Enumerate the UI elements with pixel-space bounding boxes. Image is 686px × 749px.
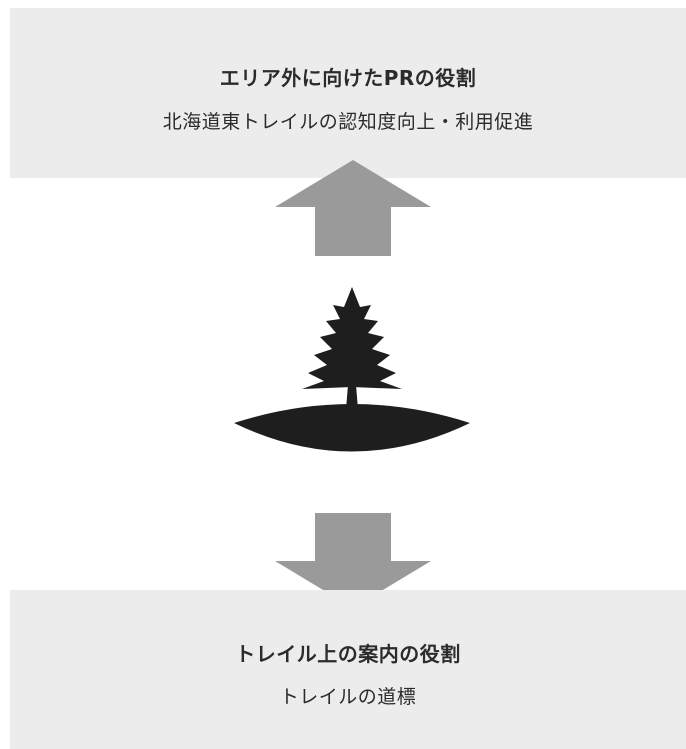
tree-on-ground-icon [234,287,470,452]
outer-role-description: 北海道東トレイルの認知度向上・利用促進 [162,111,534,133]
on-trail-role-title: トレイル上の案内の役割 [235,642,461,666]
arrow-up-icon [275,160,431,256]
outer-role-title: エリア外に向けたPRの役割 [219,66,477,90]
on-trail-role-box: トレイル上の案内の役割 トレイルの道標 [10,590,686,749]
on-trail-role-description: トレイルの道標 [279,686,417,708]
outer-role-box: エリア外に向けたPRの役割 北海道東トレイルの認知度向上・利用促進 [10,8,686,178]
arrow-down-icon [275,513,431,608]
